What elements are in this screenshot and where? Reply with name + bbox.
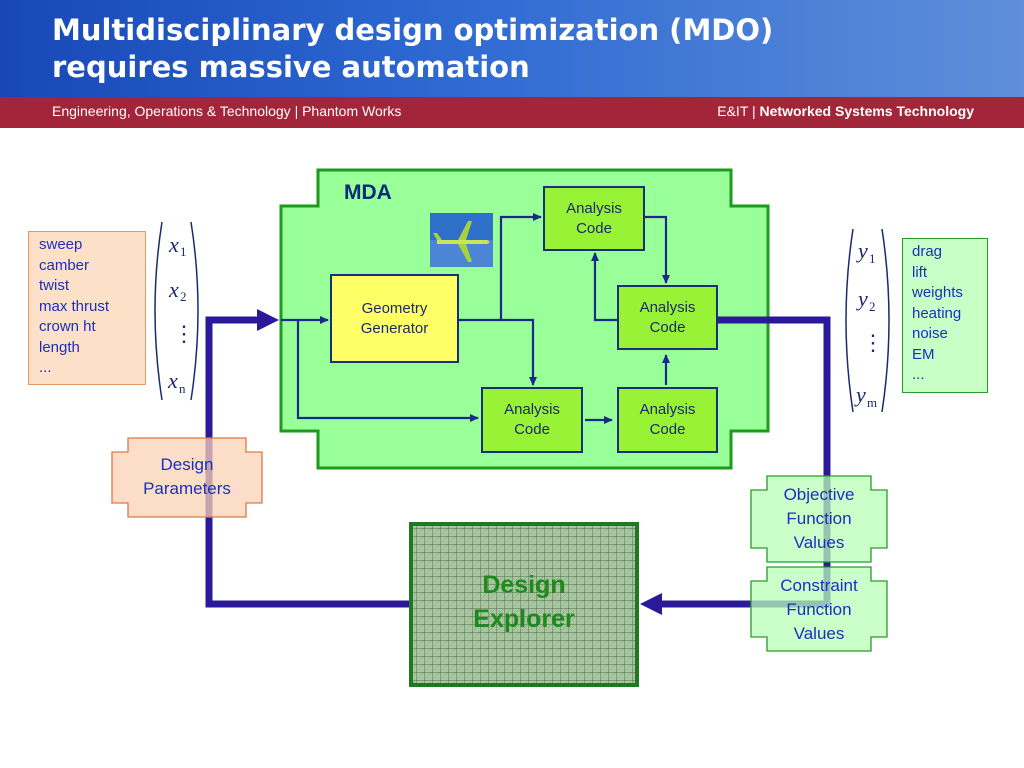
title-banner — [0, 0, 1024, 97]
airplane-icon — [430, 213, 493, 267]
y-vdots: ⋮ — [862, 330, 884, 355]
subtitle-right: E&IT | Networked Systems Technology — [717, 103, 974, 119]
design-explorer-box — [409, 522, 639, 687]
analysis-top-line2: Code — [576, 219, 612, 237]
x-n-symbol: x — [167, 368, 178, 393]
y-vector-brackets — [845, 228, 890, 413]
design-inputs-list: sweep camber twist max thrust crown ht l… — [28, 231, 146, 385]
x-1-subscript: 1 — [180, 244, 187, 259]
constraint-line3: Values — [793, 624, 845, 643]
loop-arrowhead-right — [257, 309, 279, 331]
y-1-subscript: 1 — [869, 251, 876, 266]
list-item: twist — [39, 277, 69, 294]
constraint-values-shape — [750, 566, 888, 652]
objective-line1: Objective — [783, 485, 855, 504]
analysis-bottom-left-line1: Analysis — [504, 401, 560, 418]
list-item: crown ht — [39, 318, 96, 335]
design-explorer-label: Design Explorer — [412, 568, 636, 636]
objective-line2: Function — [786, 509, 852, 528]
analysis-bottom-left-line2: Code — [514, 421, 550, 438]
list-item: camber — [39, 256, 90, 274]
analysis-middle-line2: Code — [649, 318, 686, 336]
list-item: lift — [912, 263, 927, 281]
list-item: ... — [39, 359, 52, 376]
x-vdots: ⋮ — [173, 321, 195, 346]
mda-flow-lines — [281, 213, 670, 424]
geometry-line2: Generator — [360, 319, 429, 337]
y-2-subscript: 2 — [869, 299, 876, 314]
list-item: length — [39, 338, 80, 356]
list-item: heating — [912, 304, 962, 322]
objective-values-shape — [750, 475, 888, 563]
objective-line3: Values — [793, 533, 845, 552]
analysis-code-block-bottom-right: Analysis Code — [617, 387, 718, 453]
list-item: noise — [912, 325, 948, 342]
y-1-symbol: y — [856, 238, 868, 263]
geometry-generator-block: Geometry Generator — [330, 274, 459, 363]
y-m-symbol: y — [854, 382, 866, 407]
x-vector-brackets — [154, 221, 199, 401]
design-parameters-line1: Design — [160, 455, 214, 474]
design-parameters-shape — [111, 437, 263, 518]
analysis-bottom-right-line2: Code — [649, 421, 686, 438]
design-outputs-list: drag lift weights heating noise EM ... — [902, 238, 988, 393]
subtitle-bar: Engineering, Operations & Technology | P… — [0, 97, 1024, 128]
constraint-line1: Constraint — [780, 576, 858, 595]
subtitle-left: Engineering, Operations & Technology | P… — [52, 103, 402, 119]
analysis-bottom-right-line1: Analysis — [639, 401, 696, 418]
analysis-code-block-top: Analysis Code — [543, 186, 645, 251]
analysis-code-block-middle: Analysis Code — [617, 285, 718, 350]
x-n-subscript: n — [179, 381, 186, 396]
list-item: weights — [912, 284, 963, 301]
loop-arrowhead-left — [640, 593, 662, 615]
page-title-line1: Multidisciplinary design optimization (M… — [52, 13, 774, 47]
list-item: ... — [912, 366, 925, 383]
mda-label: MDA — [344, 181, 392, 204]
geometry-line1: Geometry — [361, 299, 428, 317]
analysis-code-block-bottom-left: Analysis Code — [481, 387, 583, 453]
constraint-values-label: Constraint Function Values — [751, 574, 887, 646]
design-parameters-line2: Parameters — [143, 479, 231, 498]
explorer-line1: Design — [482, 571, 566, 599]
analysis-top-line1: Analysis — [566, 199, 622, 217]
page-title: Multidisciplinary design optimization (M… — [52, 12, 1012, 86]
page-title-line2: requires massive automation — [52, 50, 530, 84]
explorer-line2: Explorer — [473, 605, 575, 633]
x-1-symbol: x — [168, 232, 179, 257]
design-parameters-label: Design Parameters — [112, 453, 262, 501]
list-item: drag — [912, 243, 943, 260]
y-m-subscript: m — [867, 395, 877, 410]
y-2-symbol: y — [856, 286, 868, 311]
list-item: EM — [912, 345, 935, 363]
subtitle-right-prefix: E&IT | — [717, 103, 760, 119]
x-2-subscript: 2 — [180, 289, 187, 304]
list-item: max thrust — [39, 297, 110, 315]
x-2-symbol: x — [168, 277, 179, 302]
list-item: sweep — [39, 236, 83, 253]
objective-values-label: Objective Function Values — [751, 483, 887, 555]
subtitle-right-bold: Networked Systems Technology — [759, 103, 974, 119]
constraint-line2: Function — [786, 600, 852, 619]
analysis-middle-line1: Analysis — [639, 298, 696, 316]
